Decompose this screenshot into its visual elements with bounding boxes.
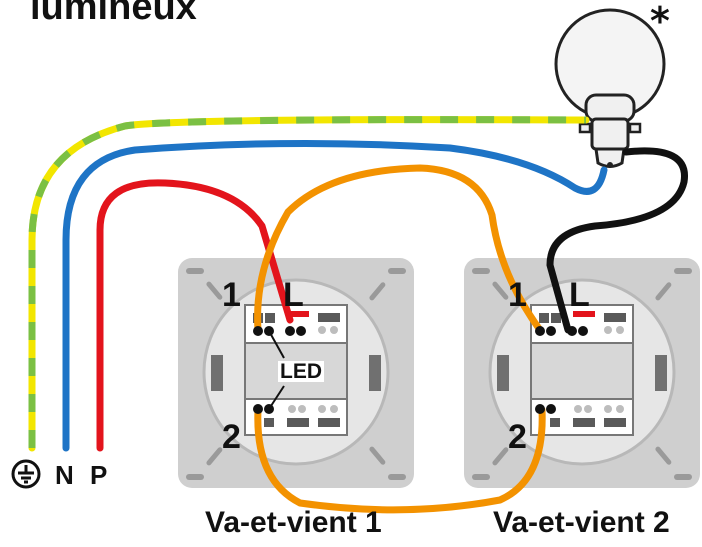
switch-2-label-1: 1 (508, 276, 527, 314)
led-leader-lines (268, 330, 285, 410)
terminal-neutral-label: N (55, 460, 74, 490)
switch-2-caption: Va-et-vient 2 (493, 506, 670, 539)
switch-2-label-2: 2 (508, 418, 527, 456)
switch-1-label-L: L (283, 276, 304, 314)
switch-1-label-2: 2 (222, 418, 241, 456)
traveler-wire-2 (254, 406, 546, 514)
switch-1-label-1: 1 (222, 276, 241, 314)
switch-2-label-L: L (569, 276, 590, 314)
lamp-marker: * (650, 0, 670, 43)
switch-1-led-label: LED (278, 360, 324, 383)
lamp-bulb-icon (554, 8, 666, 168)
return-wire (546, 147, 688, 334)
phase-wire (96, 179, 294, 452)
earth-symbol-icon (11, 459, 41, 489)
terminal-phase-label: P (90, 460, 108, 490)
neutral-wire (62, 139, 608, 452)
switch-1-caption: Va-et-vient 1 (205, 506, 382, 539)
diagram-title: lumineux (30, 0, 197, 28)
terminal-dots (253, 326, 588, 414)
traveler-wire-1 (254, 164, 544, 334)
switch-2-plate (464, 258, 700, 488)
